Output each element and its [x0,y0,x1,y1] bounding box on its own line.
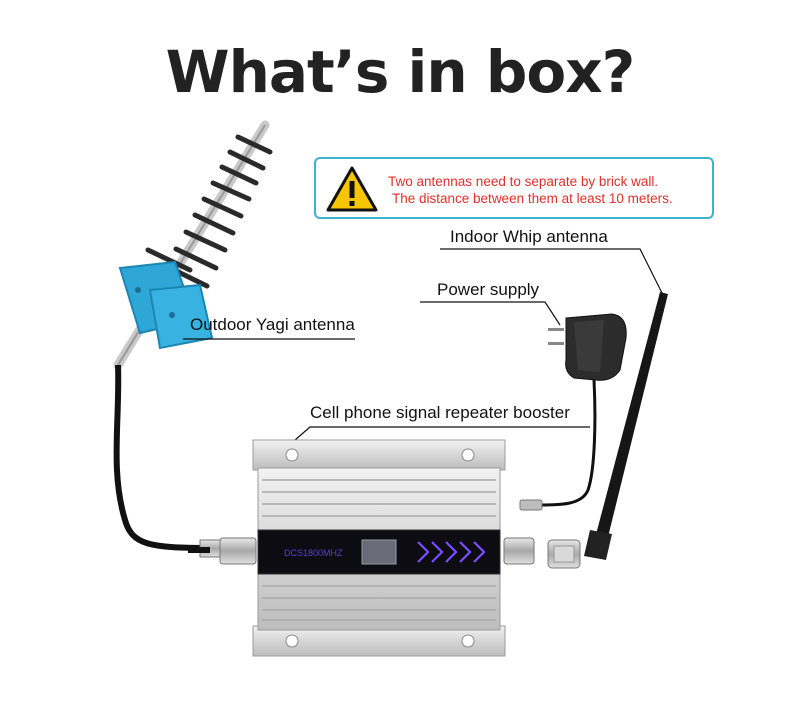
booster-label: Cell phone signal repeater booster [310,403,570,422]
outdoor-antenna-label: Outdoor Yagi antenna [190,315,355,334]
booster-display-text: DCS1800MHZ [284,548,343,558]
whip-antenna-icon [547,292,668,569]
warning-text: Two antennas need to separate by brick w… [388,173,673,207]
page-title: What’s in box? [165,38,636,106]
warning-box: Two antennas need to separate by brick w… [314,157,714,219]
warning-icon [326,166,378,212]
booster-device-icon: DCS1800MHZ [219,439,535,657]
yagi-antenna-icon [113,120,273,558]
warning-line-2: The distance between them at least 10 me… [392,191,673,206]
power-supply-label: Power supply [437,280,540,299]
warning-line-1: Two antennas need to separate by brick w… [388,174,659,189]
power-adapter-icon [519,313,627,511]
indoor-antenna-label: Indoor Whip antenna [450,227,608,246]
